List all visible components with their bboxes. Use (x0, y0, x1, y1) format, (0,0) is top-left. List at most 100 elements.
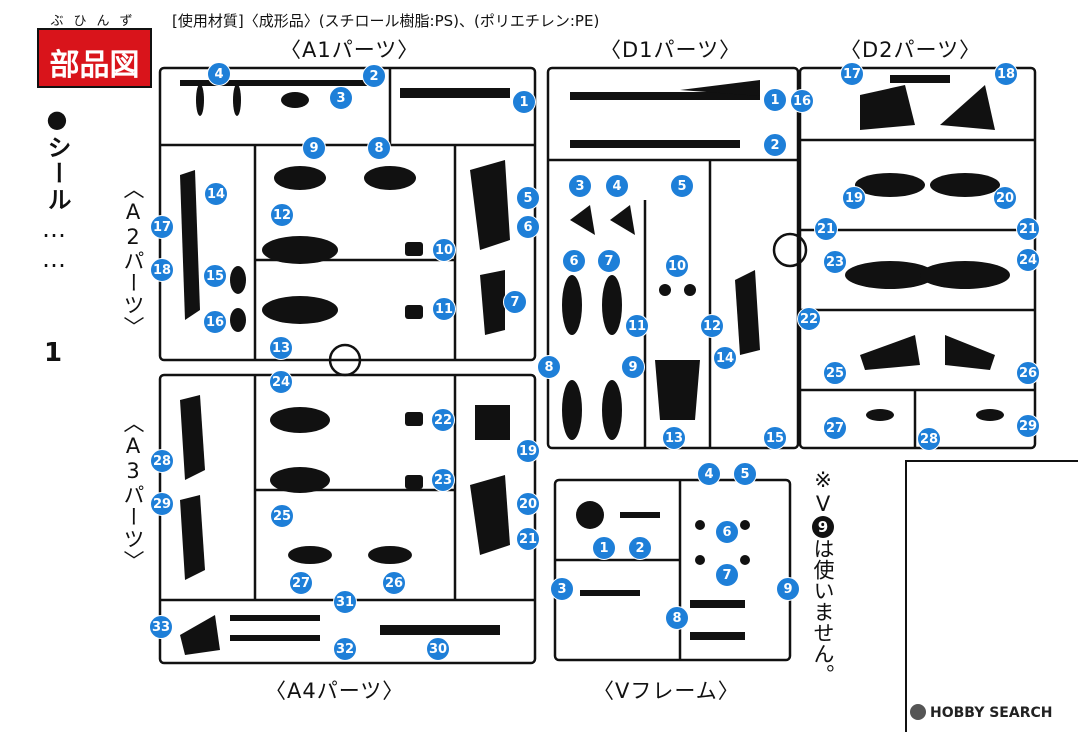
part-badge: 8 (537, 355, 561, 379)
part-badge: 5 (516, 186, 540, 210)
part-badge: 27 (823, 416, 847, 440)
seal-count: 1 (44, 338, 63, 368)
runner-a4-frame (158, 373, 537, 665)
part-badge: 21 (1016, 217, 1040, 241)
seal-bullet-icon: ● (43, 105, 71, 135)
header-title: 部品図 (49, 48, 140, 83)
part-badge: 8 (367, 136, 391, 160)
part-badge: 15 (763, 426, 787, 450)
note-mark: ※ (811, 468, 835, 492)
part-badge: 16 (790, 89, 814, 113)
part-badge: 17 (840, 62, 864, 86)
part-badge: 7 (715, 563, 739, 587)
section-title-a4: 〈A4パーツ〉 (265, 679, 405, 703)
hobby-search-logo-icon (910, 704, 926, 720)
part-badge: 2 (362, 64, 386, 88)
part-badge: 12 (700, 314, 724, 338)
part-badge: 11 (625, 314, 649, 338)
part-badge: 21 (814, 217, 838, 241)
part-badge: 27 (289, 571, 313, 595)
part-badge: 28 (150, 449, 174, 473)
part-badge: 21 (516, 527, 540, 551)
part-badge: 13 (662, 426, 686, 450)
section-title-d1: 〈D1パーツ〉 (600, 38, 742, 62)
watermark: HOBBY SEARCH (930, 705, 1053, 721)
note-text: は使いません。 (811, 538, 835, 685)
part-badge: 22 (431, 408, 455, 432)
part-badge: 10 (665, 254, 689, 278)
part-badge: 19 (516, 439, 540, 463)
part-badge: 33 (149, 615, 173, 639)
part-badge: 6 (562, 249, 586, 273)
part-badge: 26 (1016, 361, 1040, 385)
part-badge: 9 (776, 577, 800, 601)
runner-v-frame (553, 478, 792, 662)
section-title-d2: 〈D2パーツ〉 (840, 38, 982, 62)
part-badge: 20 (993, 186, 1017, 210)
section-title-a2: 〈A2パーツ〉 (121, 178, 145, 338)
part-badge: 4 (605, 174, 629, 198)
part-badge: 6 (516, 215, 540, 239)
part-badge: 13 (269, 336, 293, 360)
part-badge: 5 (670, 174, 694, 198)
part-badge: 8 (665, 606, 689, 630)
part-badge: 6 (715, 520, 739, 544)
section-title-a3: 〈A3パーツ〉 (121, 412, 145, 572)
note-frame (905, 460, 1078, 732)
part-badge: 12 (270, 203, 294, 227)
part-badge: 7 (503, 290, 527, 314)
part-badge: 9 (621, 355, 645, 379)
part-badge: 24 (269, 370, 293, 394)
part-badge: 26 (382, 571, 406, 595)
part-badge: 7 (597, 249, 621, 273)
header-ruby: ぶひんず (50, 14, 143, 29)
part-badge: 14 (204, 182, 228, 206)
part-badge: 18 (150, 258, 174, 282)
part-badge: 19 (842, 186, 866, 210)
part-badge: 15 (203, 264, 227, 288)
seal-text: シール (43, 135, 71, 213)
note-letter: V (811, 492, 835, 516)
part-badge: 22 (797, 307, 821, 331)
parts-diagram-header: ぶひんず 部品図 (37, 14, 152, 88)
part-badge: 30 (426, 637, 450, 661)
seal-label: ●シール (40, 105, 75, 213)
v9-unused-note: ※V9は使いません。 (810, 468, 836, 685)
part-badge: 23 (431, 468, 455, 492)
part-badge: 2 (628, 536, 652, 560)
part-badge: 20 (516, 492, 540, 516)
part-badge: 3 (550, 577, 574, 601)
part-badge: 10 (432, 238, 456, 262)
part-badge: 3 (329, 86, 353, 110)
part-badge: 25 (270, 504, 294, 528)
seal-dots: …… (40, 215, 68, 275)
part-badge: 5 (733, 462, 757, 486)
materials-note: [使用材質]〈成形品〉(スチロール樹脂:PS)、(ポリエチレン:PE) (172, 12, 600, 30)
part-badge: 17 (150, 215, 174, 239)
part-badge: 29 (150, 492, 174, 516)
part-badge: 32 (333, 637, 357, 661)
part-badge: 3 (568, 174, 592, 198)
part-badge: 11 (432, 297, 456, 321)
part-badge: 16 (203, 310, 227, 334)
part-badge: 4 (207, 62, 231, 86)
part-badge: 2 (763, 133, 787, 157)
part-badge: 1 (512, 90, 536, 114)
part-badge: 14 (713, 346, 737, 370)
part-badge: 25 (823, 361, 847, 385)
part-badge: 28 (917, 427, 941, 451)
part-badge: 29 (1016, 414, 1040, 438)
part-badge: 23 (823, 250, 847, 274)
section-title-v-frame: 〈Vフレーム〉 (593, 679, 740, 703)
runner-a1-frame (158, 66, 537, 362)
note-number-9: 9 (812, 516, 834, 538)
part-badge: 31 (333, 590, 357, 614)
part-badge: 1 (763, 88, 787, 112)
part-badge: 9 (302, 136, 326, 160)
section-title-a1: 〈A1パーツ〉 (280, 38, 420, 62)
part-badge: 4 (697, 462, 721, 486)
part-badge: 24 (1016, 248, 1040, 272)
part-badge: 18 (994, 62, 1018, 86)
part-badge: 1 (592, 536, 616, 560)
